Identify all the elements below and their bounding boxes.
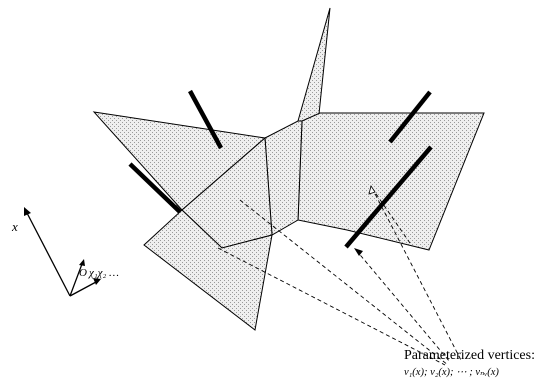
coordinate-labels: χ₁χ₂ … (88, 267, 119, 279)
x-axis-arrow (26, 212, 71, 297)
caption: Parameterized vertices: v₁(x); v₂(x); ⋯ … (404, 349, 535, 379)
proj-line-1 (217, 247, 446, 366)
chi-axis-arrowhead-2 (79, 259, 85, 266)
rod-right-upper (388, 90, 432, 144)
proj-line-5 (371, 187, 413, 247)
proj-line-3 (371, 187, 463, 363)
faceted-surface (92, 7, 485, 331)
coordinate-frame: x O χ₁χ₂ … (11, 207, 119, 297)
rod-lower-left (128, 162, 182, 214)
rod-right-lower (344, 145, 433, 249)
proj-line-4 (355, 249, 451, 363)
facet-tall-spike (297, 7, 331, 129)
x-axis-arrowhead (24, 207, 31, 216)
projection-lines (217, 185, 463, 366)
rods-front (128, 89, 433, 249)
proj-line-2 (239, 199, 449, 366)
rod-upper-left (188, 89, 223, 150)
facet-lower-left (143, 209, 273, 331)
chi-axis-arrow-2 (69, 263, 83, 297)
chi-axis-arrowhead (93, 278, 101, 285)
chi-axis-arrow (69, 281, 97, 297)
x-axis-label: x (11, 219, 18, 234)
facet-right-wing (297, 112, 485, 251)
proj-arrowhead-1 (354, 248, 363, 256)
origin-label: O (79, 267, 87, 279)
proj-arrowhead-2 (368, 185, 376, 195)
caption-title: Parameterized vertices: (404, 348, 535, 363)
caption-vertex-list: v₁(x); v₂(x); ⋯ ; vₙᵥ(x) (404, 367, 499, 378)
